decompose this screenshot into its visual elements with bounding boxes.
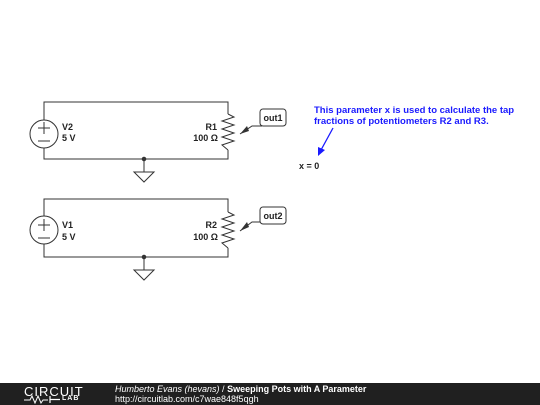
output-tag-label: out2 bbox=[264, 211, 283, 221]
output-tag-out1[interactable] bbox=[259, 108, 287, 127]
voltage-source-v1[interactable] bbox=[29, 215, 59, 245]
output-tag-label: out1 bbox=[264, 113, 283, 123]
circuit-info: Humberto Evans (hevans) / Sweeping Pots … bbox=[115, 384, 366, 404]
schematic-canvas: out1 V2 5 V R1 100 Ω out2 V1 5 V R2 100 … bbox=[29, 101, 514, 281]
resistor-value-label: 100 Ω bbox=[193, 133, 218, 143]
junction-dot bbox=[141, 156, 147, 162]
wire-top-upper bbox=[43, 101, 229, 120]
logo-resistor-icon bbox=[24, 395, 60, 404]
potentiometer-r1[interactable] bbox=[220, 113, 236, 151]
source-name-label: V1 bbox=[62, 220, 73, 230]
annotation-arrow-icon bbox=[318, 127, 334, 156]
annotation-line-2: fractions of potentiometers R2 and R3. bbox=[314, 116, 489, 127]
ground-icon bbox=[132, 269, 156, 281]
parameter-x-value[interactable]: x = 0 bbox=[299, 161, 319, 171]
logo-word-lab: LAB bbox=[62, 395, 80, 402]
circuit-top bbox=[29, 101, 262, 183]
resistor-name-label: R1 bbox=[205, 122, 217, 132]
source-polarity-plus-minus bbox=[38, 219, 50, 239]
wiper-arrow-icon bbox=[240, 222, 249, 231]
junction-dot bbox=[141, 254, 147, 260]
title-separator: / bbox=[219, 384, 228, 394]
potentiometer-r2[interactable] bbox=[220, 211, 236, 249]
output-tag-out2[interactable] bbox=[259, 206, 287, 225]
wire-bottom-upper bbox=[43, 198, 229, 216]
annotation-line-1: This parameter x is used to calculate th… bbox=[314, 105, 514, 116]
resistor-name-label: R2 bbox=[205, 220, 217, 230]
author-name[interactable]: Humberto Evans (hevans) bbox=[115, 384, 220, 394]
wire-top-lower bbox=[43, 148, 229, 160]
wire-bottom-lower bbox=[43, 244, 229, 258]
ground-icon bbox=[132, 171, 156, 183]
circuit-title[interactable]: Sweeping Pots with A Parameter bbox=[227, 384, 367, 394]
source-polarity-plus-minus bbox=[38, 122, 50, 142]
circuit-url[interactable]: http://circuitlab.com/c7wae848f5qgh bbox=[115, 394, 259, 404]
wiper-arrow-icon bbox=[240, 126, 249, 134]
voltage-source-v2[interactable] bbox=[29, 119, 59, 149]
source-name-label: V2 bbox=[62, 122, 73, 132]
source-value-label: 5 V bbox=[62, 133, 76, 143]
wiper-r2 bbox=[239, 221, 262, 232]
footer-bar: CIRCUIT LAB Humberto Evans (hevans) / Sw… bbox=[0, 383, 540, 405]
resistor-value-label: 100 Ω bbox=[193, 232, 218, 242]
circuit-bottom bbox=[29, 198, 262, 281]
source-value-label: 5 V bbox=[62, 232, 76, 242]
logo-word-circuit: CIRCUIT bbox=[24, 384, 84, 399]
circuitlab-logo[interactable]: CIRCUIT LAB bbox=[24, 384, 94, 404]
